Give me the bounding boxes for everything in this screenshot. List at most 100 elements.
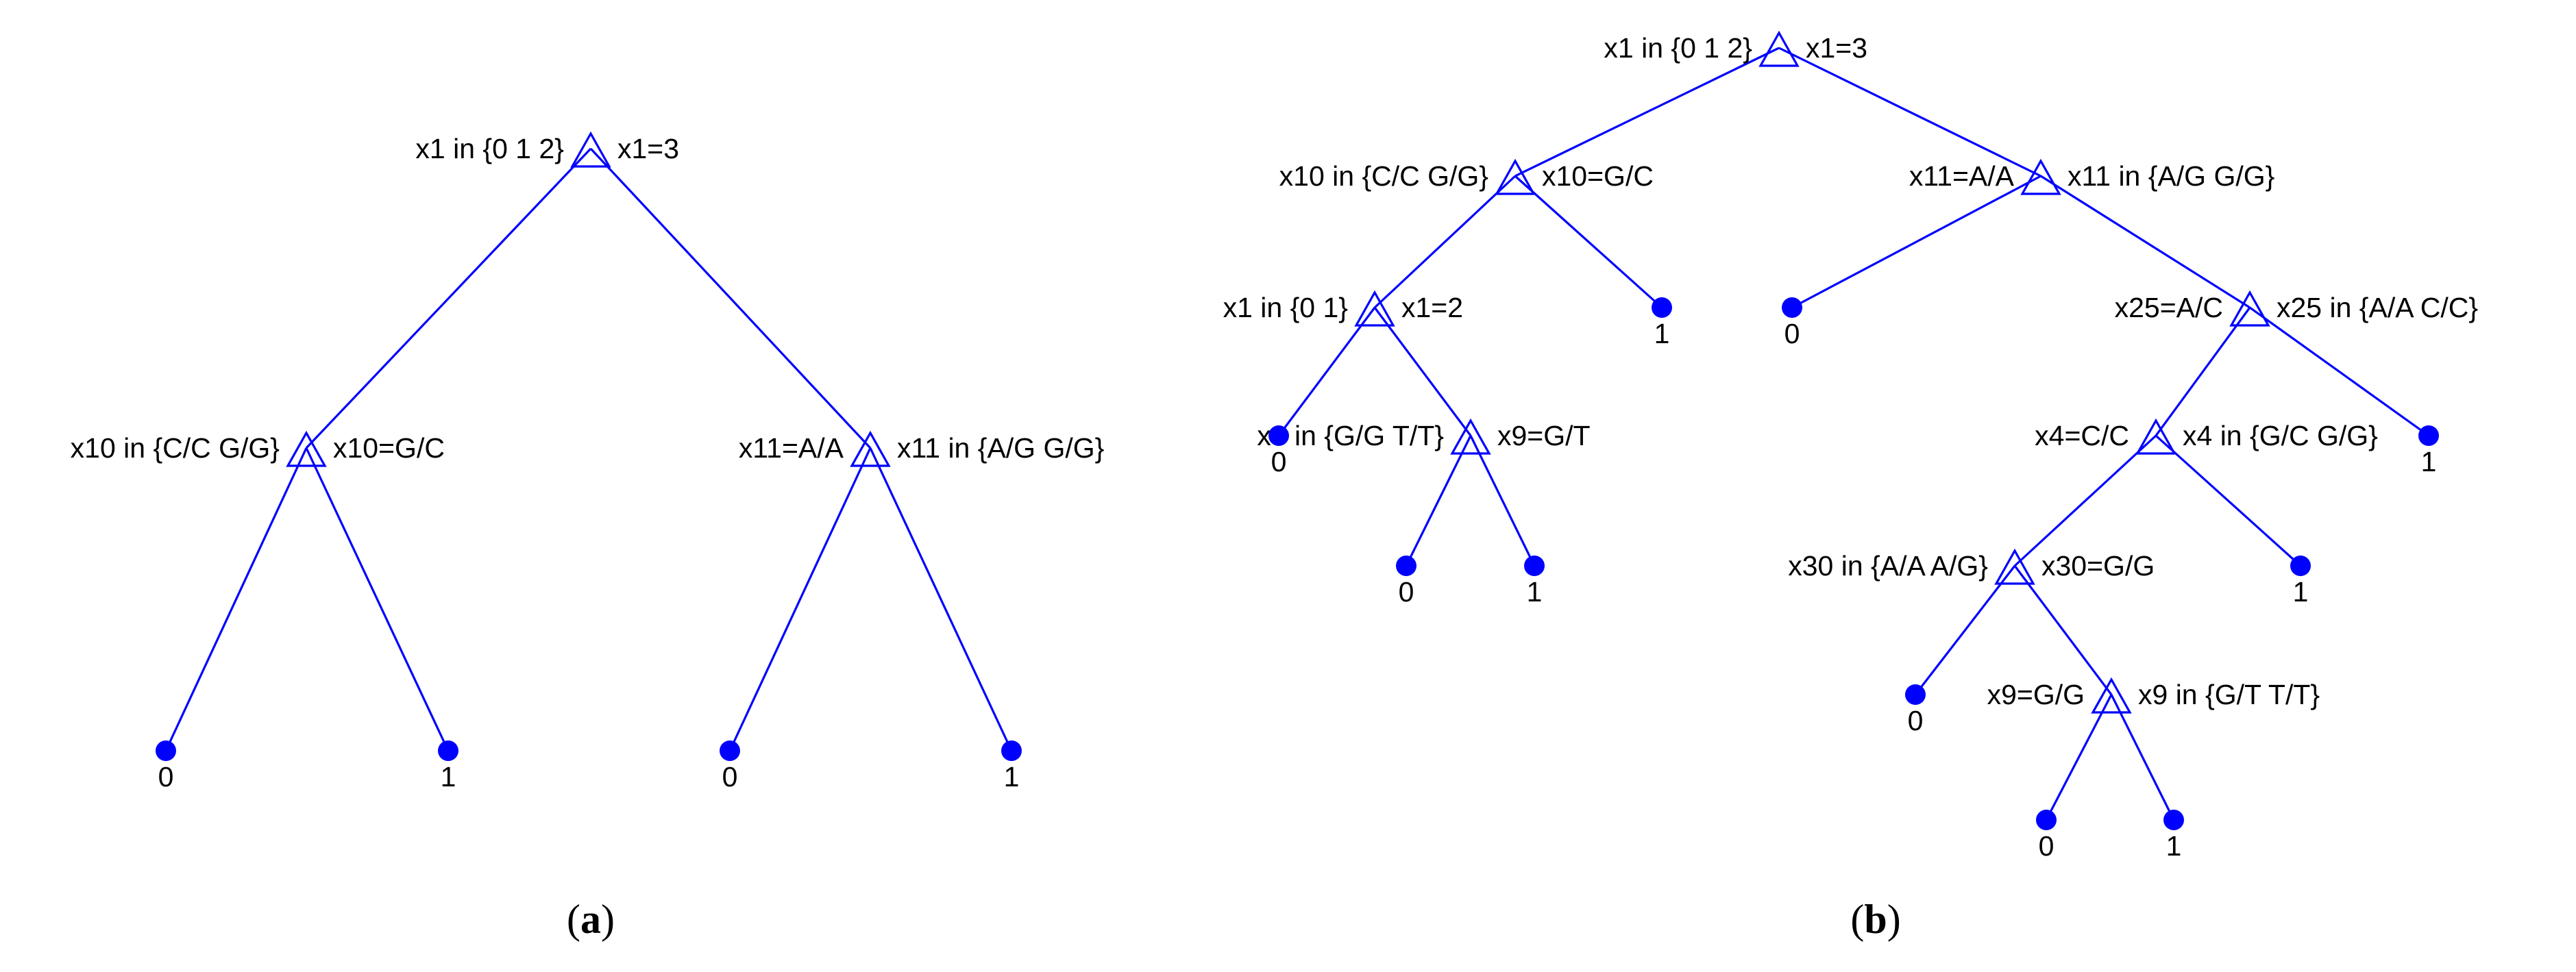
- caption-b-letter: b: [1864, 897, 1887, 942]
- leaf-class-label: 1: [1654, 318, 1670, 349]
- leaf-class-label: 1: [2293, 576, 2309, 608]
- leaf-node: 0: [2036, 810, 2057, 862]
- tree-edge: [1373, 175, 1517, 309]
- leaf-dot-icon: [1396, 556, 1416, 576]
- leaf-class-label: 1: [2166, 830, 2182, 862]
- leaf-dot-icon: [2418, 425, 2439, 446]
- split-condition-right: x1=2: [1401, 292, 1463, 323]
- caption-a-letter: a: [580, 897, 601, 942]
- leaf-dot-icon: [1001, 740, 1022, 761]
- panel-a-tree: x1 in {0 1 2} x1=3 x10 in {C/C G/G} x10=G/C…: [71, 131, 1104, 793]
- split-condition-right: x1=3: [1806, 32, 1867, 64]
- split-condition-left: x4=C/C: [2035, 420, 2129, 451]
- split-node-triangle-icon: [2229, 290, 2270, 327]
- split-node-b-x25: x25=A/C x25 in {A/A C/C}: [2115, 290, 2478, 327]
- leaf-class-label: 0: [1784, 318, 1800, 349]
- leaf-dot-icon: [156, 740, 176, 761]
- split-node-triangle-icon: [2135, 418, 2176, 455]
- split-node-b-x9a: x9 in {G/G T/T}x9=G/T: [1257, 418, 1591, 455]
- split-condition-left: x1 in {0 1 2}: [415, 133, 564, 164]
- tree-edge: [2045, 694, 2113, 821]
- split-condition-left: x11=A/A: [739, 432, 844, 464]
- leaf-class-label: 0: [1271, 446, 1287, 477]
- split-condition-left: x10 in {C/C G/G}: [71, 432, 280, 464]
- split-node-triangle-icon: [2091, 677, 2132, 714]
- tree-edge: [2040, 175, 2250, 309]
- split-condition-right: x1=3: [617, 133, 679, 164]
- leaf-class-label: 0: [158, 761, 174, 793]
- split-condition-right: x25 in {A/A C/C}: [2277, 292, 2478, 323]
- tree-edge: [1514, 47, 1780, 177]
- leaf-class-label: 0: [2039, 830, 2054, 862]
- tree-edge: [1514, 175, 1663, 309]
- leaf-node: 0: [720, 740, 740, 793]
- leaf-dot-icon: [720, 740, 740, 761]
- leaf-dot-icon: [2036, 810, 2057, 830]
- leaf-node: 0: [156, 740, 176, 793]
- leaf-class-label: 1: [1527, 576, 1543, 608]
- leaf-node: 1: [1001, 740, 1022, 793]
- split-condition-left: x1 in {0 1 2}: [1604, 32, 1752, 64]
- leaf-class-label: 1: [1004, 761, 1020, 793]
- leaf-node: 1: [1524, 556, 1545, 608]
- tree-edge: [2013, 434, 2157, 567]
- split-condition-left: x11=A/A: [1909, 160, 2015, 192]
- leaf-node: 1: [438, 740, 458, 793]
- tree-edge: [164, 447, 308, 751]
- leaf-class-label: 0: [1399, 576, 1414, 608]
- split-node-b-x4: x4=C/C x4 in {G/C G/G}: [2035, 418, 2378, 455]
- tree-edge: [1373, 307, 1472, 436]
- split-condition-right: x11 in {A/G G/G}: [2068, 160, 2274, 192]
- leaf-node: 1: [1652, 297, 1672, 349]
- tree-edge: [1277, 307, 1376, 436]
- leaf-dot-icon: [1268, 425, 1289, 446]
- leaf-class-label: 0: [1908, 705, 1924, 736]
- split-node-triangle-icon: [1994, 548, 2035, 585]
- split-node-triangle-icon: [570, 131, 611, 168]
- tree-edge: [1791, 175, 2041, 309]
- tree-edge: [589, 147, 872, 449]
- split-node-triangle-icon: [1450, 418, 1491, 455]
- split-node-b-root: x1 in {0 1 2} x1=3: [1604, 30, 1867, 67]
- tree-edge: [869, 447, 1013, 751]
- panel-b-tree: x1 in {0 1 2} x1=3 x10 in {C/C G/G} x10=G/C…: [1223, 30, 2478, 862]
- tree-edge: [2155, 307, 2251, 436]
- leaf-class-label: 0: [722, 761, 738, 793]
- tree-edge: [1469, 435, 1536, 566]
- split-condition-right: x9 in {G/T T/T}: [2138, 679, 2320, 710]
- leaf-node: 0: [1782, 297, 1802, 349]
- tree-edge: [2249, 306, 2429, 437]
- leaf-dot-icon: [1652, 297, 1672, 318]
- split-condition-right: x10=G/C: [333, 432, 445, 464]
- tree-edge: [1405, 435, 1472, 566]
- tree-edge: [2013, 565, 2113, 695]
- caption-a: (a): [567, 897, 615, 942]
- split-condition-right: x10=G/C: [1542, 160, 1654, 192]
- leaf-node: 0: [1268, 425, 1289, 477]
- split-node-a-root: x1 in {0 1 2} x1=3: [415, 131, 679, 168]
- split-condition-right: x30=G/G: [2041, 550, 2155, 582]
- split-condition-right: x4 in {G/C G/G}: [2183, 420, 2378, 451]
- split-condition-left: x1 in {0 1}: [1223, 292, 1348, 323]
- leaf-node: 0: [1396, 556, 1416, 608]
- split-node-triangle-icon: [850, 430, 891, 467]
- split-node-b-x11: x11=A/A x11 in {A/G G/G}: [1909, 158, 2274, 195]
- leaf-class-label: 1: [2421, 446, 2437, 477]
- split-condition-left: x10 in {C/C G/G}: [1279, 160, 1488, 192]
- tree-edge: [305, 147, 592, 449]
- split-condition-left: x25=A/C: [2115, 292, 2223, 323]
- leaf-dot-icon: [2163, 810, 2184, 830]
- split-node-triangle-icon: [286, 430, 327, 467]
- tree-edge: [1778, 47, 2041, 177]
- leaf-class-label: 1: [441, 761, 456, 793]
- split-node-a-x10: x10 in {C/C G/G} x10=G/C: [71, 430, 445, 467]
- leaf-dot-icon: [1905, 684, 1926, 705]
- leaf-node: 1: [2418, 425, 2439, 477]
- split-node-b-x30: x30 in {A/A A/G}x30=G/G: [1788, 548, 2155, 585]
- split-node-triangle-icon: [1758, 30, 1800, 67]
- split-node-a-x11: x11=A/A x11 in {A/G G/G}: [739, 430, 1104, 467]
- split-condition-right: x11 in {A/G G/G}: [897, 432, 1104, 464]
- leaf-dot-icon: [2290, 556, 2311, 576]
